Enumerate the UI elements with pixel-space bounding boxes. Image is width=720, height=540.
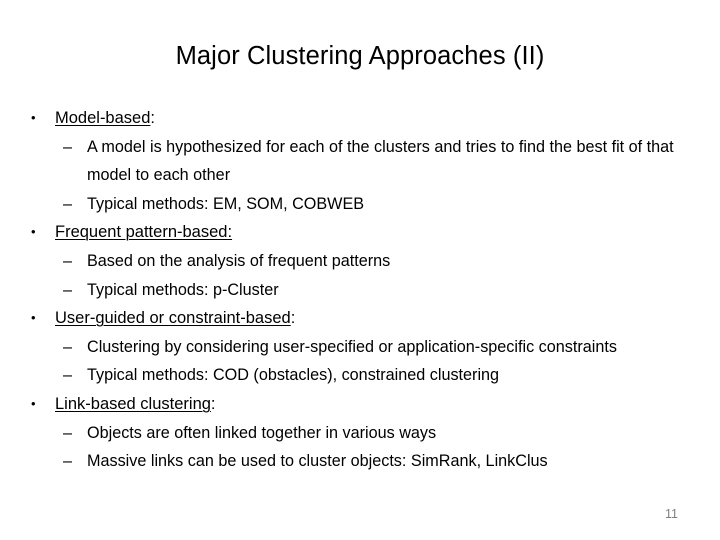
dash-marker-icon: – bbox=[63, 280, 73, 299]
sub-bullet-label: Typical methods: COD (obstacles), constr… bbox=[87, 366, 500, 385]
sub-bullet-label: Based on the analysis of frequent patter… bbox=[87, 251, 391, 270]
bullet-group-link-based-clustering: • Link-based clustering: –Objects are oft… bbox=[0, 390, 720, 476]
bullet-marker-icon: • bbox=[31, 310, 36, 326]
bullet-marker-icon: • bbox=[31, 224, 36, 240]
sub-bullet-label: Clustering by considering user-specified… bbox=[87, 337, 617, 356]
bullet-heading-colon: : bbox=[227, 223, 233, 242]
sub-bullet-item: –Massive links can be used to cluster ob… bbox=[0, 447, 720, 476]
bullet-heading-label: Link-based clustering bbox=[55, 394, 211, 413]
bullet-heading-colon: : bbox=[150, 109, 155, 127]
sub-bullet-label: Typical methods: EM, SOM, COBWEB bbox=[87, 194, 365, 213]
dash-marker-icon: – bbox=[63, 194, 73, 213]
sub-bullet-item: –Based on the analysis of frequent patte… bbox=[0, 247, 720, 276]
sub-bullet-item: –Typical methods: p-Cluster bbox=[0, 276, 720, 305]
bullet-heading-model-based: • Model-based: bbox=[0, 104, 720, 133]
bullet-marker-icon: • bbox=[31, 110, 36, 125]
sub-bullet-item: –A model is hypothesized for each of the… bbox=[0, 133, 720, 190]
sub-bullet-label: Massive links can be used to cluster obj… bbox=[87, 452, 548, 471]
bullet-group-frequent-pattern-based: • Frequent pattern-based: –Based on the a… bbox=[0, 218, 720, 304]
bullet-marker-icon: • bbox=[31, 395, 36, 411]
bullet-heading-link-based-clustering: • Link-based clustering: bbox=[0, 390, 720, 419]
sub-bullet-item: –Typical methods: EM, SOM, COBWEB bbox=[0, 190, 720, 219]
dash-marker-icon: – bbox=[63, 366, 73, 385]
bullet-heading-label: Model-based bbox=[55, 109, 151, 127]
bullet-heading-frequent-pattern-based: • Frequent pattern-based: bbox=[0, 218, 720, 247]
page-number: 11 bbox=[665, 507, 678, 521]
bullet-group-user-guided-or-constraint-based: • User-guided or constraint-based: –Clust… bbox=[0, 304, 720, 390]
bullet-heading-label: User-guided or constraint-based bbox=[55, 309, 291, 328]
sub-bullet-item: –Clustering by considering user-specifie… bbox=[0, 333, 720, 362]
bullet-heading-colon: : bbox=[210, 394, 216, 413]
sub-bullet-item: –Typical methods: COD (obstacles), const… bbox=[0, 361, 720, 390]
dash-marker-icon: – bbox=[63, 251, 73, 270]
page-title: Major Clustering Approaches (II) bbox=[175, 42, 545, 70]
dash-marker-icon: – bbox=[63, 423, 73, 442]
dash-marker-icon: – bbox=[63, 337, 73, 356]
sub-bullet-label: A model is hypothesized for each of the … bbox=[87, 137, 674, 185]
sub-bullet-label: Objects are often linked together in var… bbox=[87, 423, 437, 442]
bullet-heading-colon: : bbox=[290, 309, 296, 328]
bullet-heading-user-guided-or-constraint-based: • User-guided or constraint-based: bbox=[0, 304, 720, 333]
bullet-group-model-based: • Model-based: –A model is hypothesized f… bbox=[0, 104, 720, 218]
bullet-heading-label: Frequent pattern-based bbox=[55, 223, 228, 242]
dash-marker-icon: – bbox=[63, 137, 73, 156]
sub-bullet-item: –Objects are often linked together in va… bbox=[0, 419, 720, 448]
slide-body: •Model-based: –A model is hypothesized f… bbox=[0, 104, 720, 476]
sub-bullet-label: Typical methods: p-Cluster bbox=[87, 280, 279, 299]
dash-marker-icon: – bbox=[63, 452, 73, 471]
